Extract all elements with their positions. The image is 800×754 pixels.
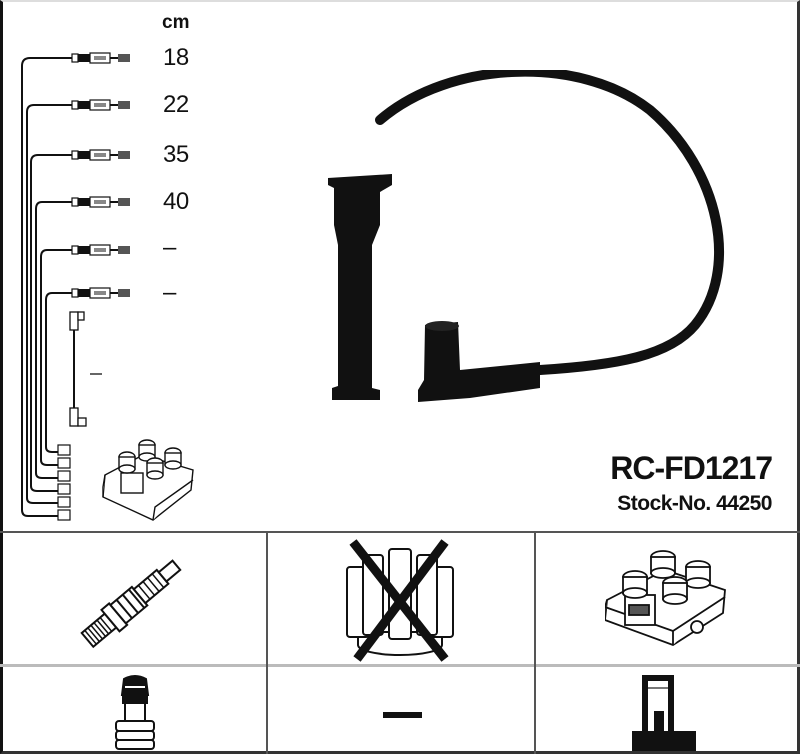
coil-connector-icon: [632, 675, 696, 751]
grid-divider-middle: [0, 664, 800, 667]
ignition-cable-photo: [328, 70, 725, 402]
cable-length-5: –: [163, 234, 176, 261]
distributor-cap-icon: [346, 539, 454, 662]
cable-length-6: –: [163, 279, 176, 306]
not-applicable-x-icon: [349, 539, 449, 662]
unit-label: cm: [162, 12, 190, 33]
cable-schematic: [21, 52, 194, 521]
stock-number: Stock-No. 44250: [617, 492, 772, 515]
coil-pack-small-icon: [102, 439, 194, 521]
connector-row-icons: [71, 52, 130, 299]
grid-divider-top: [0, 531, 800, 533]
dash-icon: [383, 712, 422, 718]
spark-plug-icon: [80, 559, 182, 649]
cable-length-4: 40: [163, 188, 189, 215]
standalone-cable: [69, 311, 87, 427]
ignition-coil-icon: [605, 550, 726, 646]
grid-divider-col2: [534, 532, 536, 754]
plug-connector-icon: [115, 675, 155, 750]
cable-length-3: 35: [163, 141, 189, 168]
cable-length-2: 22: [163, 91, 189, 118]
grid-divider-col1: [266, 532, 268, 754]
cable-length-1: 18: [163, 44, 189, 71]
part-number: RC-FD1217: [610, 450, 773, 486]
